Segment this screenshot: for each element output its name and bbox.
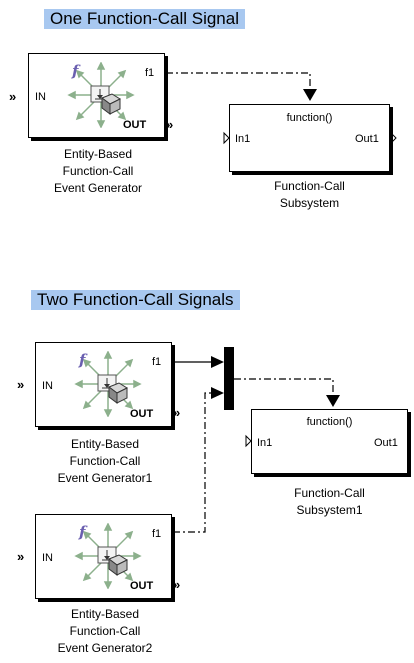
in1-port-label: In1: [257, 437, 273, 449]
function-call-signal-line: [173, 356, 224, 368]
function-trigger-label: function(): [286, 112, 333, 124]
event-generator-icon: f: [65, 61, 137, 129]
f1-port-label: f1: [145, 67, 155, 79]
entity-port-chevron-icon: »: [9, 89, 17, 104]
event-generator-block[interactable]: IN OUT f1 f: [35, 514, 172, 599]
f1-port-label: f1: [152, 528, 162, 540]
function-f-icon: f: [72, 62, 79, 80]
function-f-icon: f: [79, 523, 86, 541]
event-generator-icon: f: [72, 350, 144, 418]
in-port-label: IN: [42, 552, 53, 564]
event-generator-block[interactable]: IN OUT f1 f: [28, 53, 165, 138]
entity-port-chevron-icon: »: [17, 377, 25, 392]
entity-port-chevron-icon: »: [17, 549, 25, 564]
subsystem-caption: Function-Call Subsystem1: [294, 486, 365, 517]
subsystem-caption: Function-Call Subsystem: [274, 179, 345, 210]
out-port-label: OUT: [123, 119, 147, 131]
out-port-label: OUT: [130, 580, 154, 592]
event-generator-block[interactable]: IN OUT f1 f: [35, 342, 172, 427]
out1-port-triangle: [390, 131, 397, 145]
out1-port-label: Out1: [374, 437, 398, 449]
function-call-subsystem-block[interactable]: function() In1 Out1: [229, 104, 390, 172]
out1-port-label: Out1: [355, 133, 379, 145]
function-call-signal-line: [173, 387, 224, 533]
entity-port-chevron-icon: »: [173, 405, 181, 420]
f1-port-label: f1: [152, 356, 162, 368]
event-generator-icon: f: [72, 522, 144, 590]
section-title-one: One Function-Call Signal: [44, 9, 245, 29]
section-title-two: Two Function-Call Signals: [31, 290, 240, 310]
in1-port-label: In1: [235, 133, 251, 145]
entity-port-chevron-icon: »: [166, 117, 174, 132]
out-port-label: OUT: [130, 408, 154, 420]
function-f-icon: f: [79, 351, 86, 369]
function-call-subsystem-block[interactable]: function() In1 Out1: [251, 409, 408, 474]
function-call-signal-line: [234, 378, 340, 407]
entity-port-chevron-icon: »: [173, 577, 181, 592]
function-call-signal-line: [166, 72, 317, 101]
mux-icon[interactable]: [224, 347, 234, 410]
event-generator-caption: Entity-Based Function-Call Event Generat…: [57, 437, 153, 485]
event-generator-caption: Entity-Based Function-Call Event Generat…: [53, 147, 143, 195]
in-port-label: IN: [42, 380, 53, 392]
event-generator-caption: Entity-Based Function-Call Event Generat…: [57, 607, 153, 655]
function-trigger-label: function(): [306, 416, 353, 428]
in-port-label: IN: [35, 91, 46, 103]
